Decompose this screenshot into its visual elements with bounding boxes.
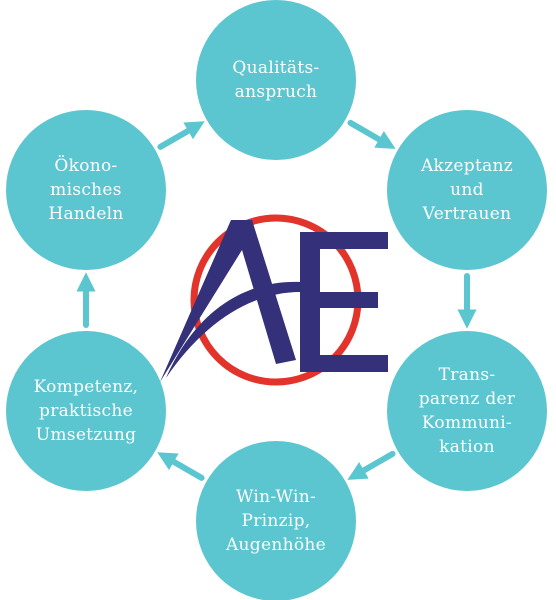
node-label-line: Handeln [48, 204, 124, 224]
logo-letter-e-bottom [300, 355, 388, 372]
logo-letter-a [160, 220, 296, 382]
logo-letter-a-swoosh [166, 281, 300, 378]
cycle-arrows [76, 119, 477, 481]
node-label-line: Kommuni- [421, 413, 513, 433]
cycle-arrow [157, 121, 205, 150]
node-label-line: kation [439, 437, 495, 457]
node-label-line: praktische [39, 401, 133, 421]
node-label-line: Trans- [438, 365, 496, 385]
cycle-arrow [347, 450, 396, 480]
cycle-arrow [347, 119, 396, 149]
node-label-line: Prinzip, [241, 511, 311, 531]
node-circle-oekonomisches-handeln [6, 110, 166, 270]
logo-letter-e-top [300, 232, 388, 249]
node-label-line: Umsetzung [35, 425, 137, 445]
node-circle-kompetenz-umsetzung [6, 331, 166, 491]
node-label-line: Ökono- [54, 156, 118, 176]
node-label-line: misches [50, 180, 122, 200]
cycle-arrow [157, 452, 205, 481]
node-label-line: Win-Win- [235, 487, 317, 507]
node-label-qualitaetsanspruch: Qualitäts-anspruch [201, 56, 351, 104]
logo-letter-e-middle [300, 292, 378, 308]
node-label-line: Qualitäts- [232, 58, 320, 78]
node-circle-transparenz-kommunikation [387, 331, 547, 491]
node-label-line: Augenhöhe [225, 535, 326, 555]
node-label-line: Kompetenz, [33, 377, 139, 397]
node-label-win-win-prinzip: Win-Win- Prinzip, Augenhöhe [201, 485, 351, 557]
node-circle-win-win-prinzip [196, 441, 356, 600]
node-circle-qualitaetsanspruch [196, 0, 356, 160]
node-label-line: anspruch [234, 82, 318, 102]
node-label-line: und [450, 180, 484, 200]
node-label-line: parenz der [418, 389, 516, 409]
node-label-line: Vertrauen [422, 204, 512, 224]
node-circle-akzeptanz-vertrauen [387, 110, 547, 270]
node-label-line: Akzeptanz [420, 156, 514, 176]
ae-logo [160, 214, 388, 386]
node-circles [6, 0, 547, 600]
